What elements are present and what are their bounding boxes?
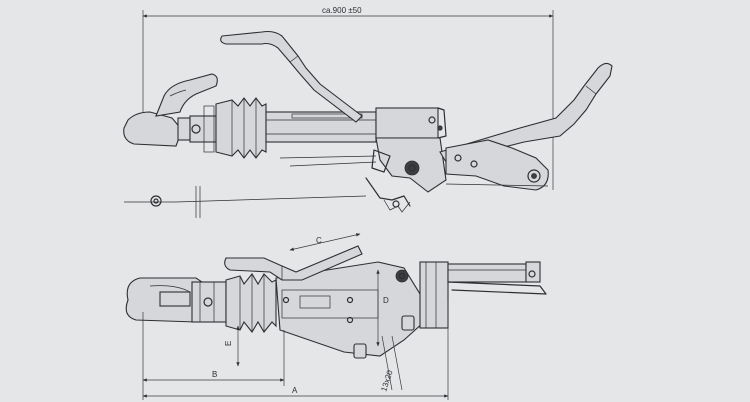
overall-length-dimension: ca.900 ±50 — [142, 6, 554, 190]
dim-label-a: A — [292, 386, 298, 395]
plan-hand-lever — [224, 245, 363, 281]
plan-frame — [275, 261, 425, 359]
dim-label-hole: 13x20 — [379, 369, 394, 393]
plan-view: A B C D E 13x20 — [125, 233, 547, 400]
side-view: ca.900 ±50 — [123, 6, 613, 218]
drawbar-bellows — [189, 97, 267, 159]
plan-coupling-head — [125, 277, 227, 323]
plan-bellows — [225, 273, 277, 333]
brake-mechanism — [279, 137, 447, 213]
handbrake-lever — [220, 30, 363, 123]
dim-label-b: B — [212, 370, 217, 379]
breakaway-cable — [124, 186, 367, 218]
parking-lever — [439, 62, 613, 191]
dim-label-e: E — [224, 341, 233, 346]
dim-label-d: D — [383, 296, 389, 305]
dim-label-c: C — [316, 236, 322, 245]
plan-right-mechanism — [419, 261, 547, 329]
overall-length-label: ca.900 ±50 — [322, 6, 362, 15]
